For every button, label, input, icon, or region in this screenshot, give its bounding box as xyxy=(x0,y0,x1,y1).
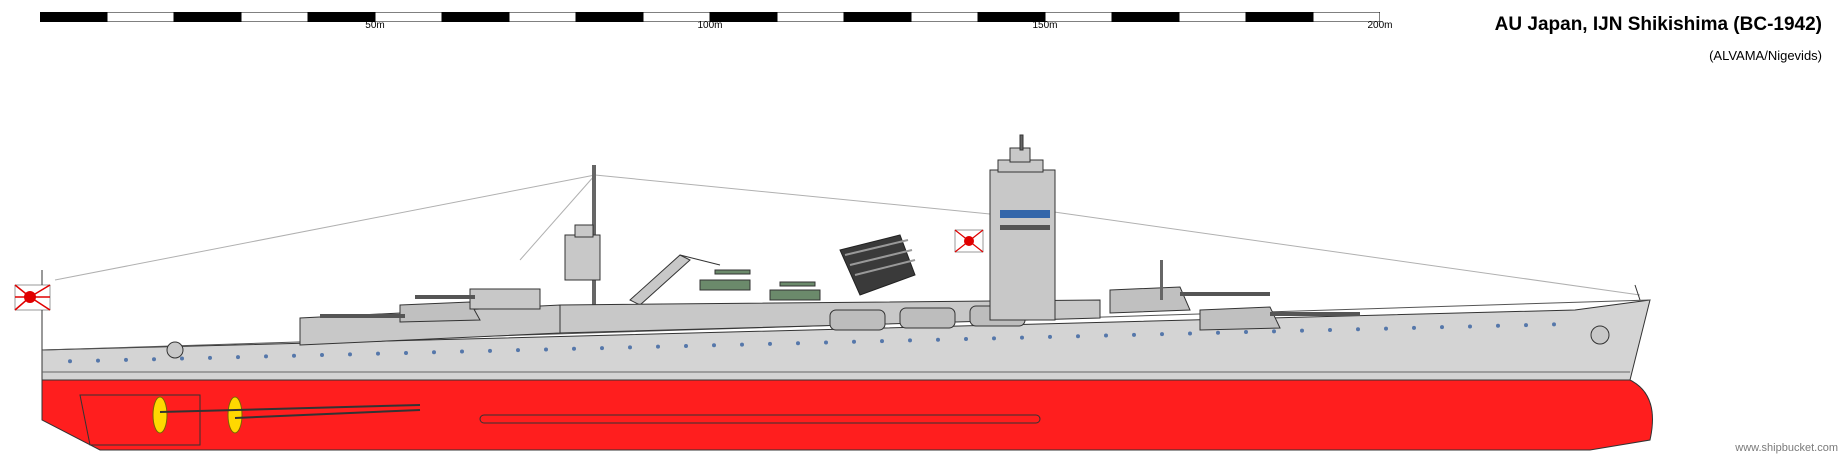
porthole xyxy=(320,353,324,358)
porthole xyxy=(404,350,408,355)
funnel xyxy=(839,234,916,296)
shafts xyxy=(159,404,421,419)
stern-ensign xyxy=(14,270,51,350)
porthole xyxy=(96,358,100,363)
floatplane-2 xyxy=(769,281,821,301)
porthole xyxy=(1272,329,1276,334)
porthole xyxy=(964,337,968,342)
porthole xyxy=(264,354,268,359)
stern-emblem xyxy=(166,341,184,359)
fore-mast xyxy=(1160,260,1163,300)
rudder-skeg xyxy=(79,394,201,446)
porthole xyxy=(712,343,716,348)
porthole xyxy=(824,340,828,345)
porthole xyxy=(1524,323,1528,328)
porthole xyxy=(852,339,856,344)
drawing-title: AU Japan, IJN Shikishima (BC-1942) xyxy=(1494,14,1822,35)
bridge-tower xyxy=(989,134,1056,321)
porthole xyxy=(152,357,156,362)
porthole xyxy=(1188,331,1192,336)
porthole xyxy=(796,341,800,346)
scale-label-100m: 100m xyxy=(697,20,723,31)
porthole xyxy=(1468,324,1472,329)
porthole xyxy=(908,338,912,343)
porthole xyxy=(236,355,240,360)
bilge-keel xyxy=(479,414,1041,424)
porthole xyxy=(740,342,744,347)
porthole xyxy=(376,351,380,356)
bow-emblem xyxy=(1590,325,1610,345)
porthole xyxy=(516,348,520,353)
porthole xyxy=(1356,327,1360,332)
floatplane-1 xyxy=(699,269,751,291)
porthole xyxy=(348,352,352,357)
porthole xyxy=(1412,325,1416,330)
scale-bar xyxy=(40,12,1380,22)
porthole xyxy=(628,345,632,350)
porthole xyxy=(1552,322,1556,327)
porthole xyxy=(768,341,772,346)
aircraft-crane xyxy=(629,254,721,306)
porthole xyxy=(992,336,996,341)
porthole xyxy=(292,353,296,358)
scale-label-50m: 50m xyxy=(365,20,385,31)
porthole xyxy=(488,348,492,353)
porthole xyxy=(880,339,884,344)
portholes xyxy=(68,322,1556,364)
porthole xyxy=(572,346,576,351)
credit: www.shipbucket.com xyxy=(1735,442,1838,454)
porthole xyxy=(656,344,660,349)
mast-ensign xyxy=(954,229,984,253)
porthole xyxy=(1440,325,1444,330)
porthole xyxy=(1244,330,1248,335)
porthole xyxy=(1384,326,1388,331)
porthole xyxy=(936,337,940,342)
porthole xyxy=(1300,328,1304,333)
drawing-author: (ALVAMA/Nigevids) xyxy=(1709,48,1822,63)
porthole xyxy=(1216,330,1220,335)
scale-label-200m: 200m xyxy=(1367,20,1393,31)
porthole xyxy=(1048,334,1052,339)
porthole xyxy=(180,356,184,361)
porthole xyxy=(1160,332,1164,337)
forward-turret-a xyxy=(1109,286,1191,314)
porthole xyxy=(600,346,604,351)
porthole xyxy=(1496,323,1500,328)
propeller-aft xyxy=(152,396,243,434)
porthole xyxy=(684,343,688,348)
porthole xyxy=(1328,327,1332,332)
aft-turret xyxy=(399,301,481,323)
porthole xyxy=(544,347,548,352)
porthole xyxy=(68,359,72,364)
scale-label-150m: 150m xyxy=(1032,20,1058,31)
porthole xyxy=(460,349,464,354)
porthole xyxy=(208,355,212,360)
porthole xyxy=(1020,335,1024,340)
porthole xyxy=(432,350,436,355)
scale-segment xyxy=(1312,12,1380,22)
porthole xyxy=(1132,332,1136,337)
forward-turret-b xyxy=(1199,306,1281,331)
porthole xyxy=(1076,334,1080,339)
rigging-wires xyxy=(54,174,1641,296)
porthole xyxy=(124,357,128,362)
porthole xyxy=(1104,333,1108,338)
bow-jackstaff xyxy=(1634,284,1641,301)
